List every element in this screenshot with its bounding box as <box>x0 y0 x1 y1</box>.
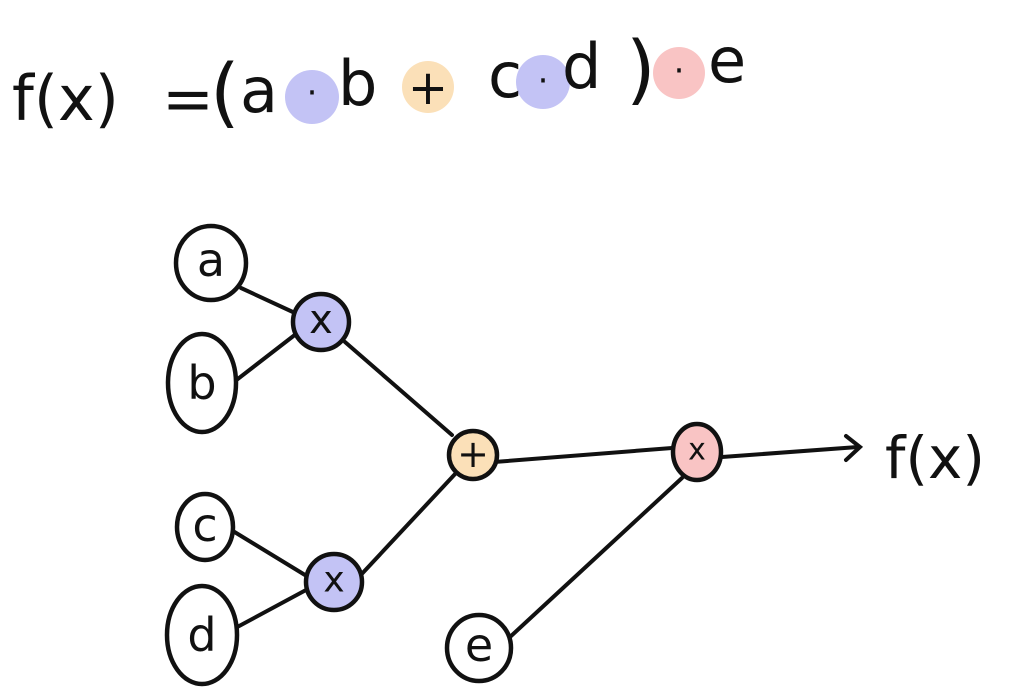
node-c-label: c <box>192 498 217 552</box>
formula-dot3: · <box>674 51 685 91</box>
edge-d-mul <box>226 588 308 634</box>
node-b: b <box>165 331 239 435</box>
op-mul-cd-label: x <box>323 560 344 601</box>
node-a-label: a <box>197 233 225 287</box>
edge-a-mul <box>239 286 297 315</box>
formula-dot1: · <box>307 73 318 113</box>
node-b-label: b <box>187 356 216 410</box>
formula-b: b <box>338 47 377 120</box>
output-arrowhead <box>844 434 864 462</box>
formula-d: d <box>562 30 601 103</box>
node-d-label: d <box>187 608 216 662</box>
formula-close-paren: ) <box>626 24 656 113</box>
op-mul-ab: x <box>290 291 352 353</box>
node-e-label: e <box>465 618 493 672</box>
formula-highlight-dot3 <box>653 47 705 99</box>
op-add-label: + <box>457 432 489 476</box>
edge-output <box>720 445 860 459</box>
edge-mul-add <box>343 340 454 437</box>
formula-plus: + <box>408 60 448 116</box>
formula: f(x) = ( a · b + c · d ) · e <box>12 24 746 136</box>
formula-open-paren: ( <box>210 47 240 136</box>
formula-highlight-dot1 <box>285 70 339 124</box>
formula-c: c <box>488 39 522 112</box>
node-c: c <box>174 491 236 563</box>
output-label: f(x) <box>885 424 985 492</box>
op-mul-e: x <box>670 421 724 483</box>
node-a: a <box>173 223 249 303</box>
edge-c-mul <box>226 526 307 577</box>
edge-mul-add-2 <box>356 471 458 580</box>
node-d: d <box>164 583 240 687</box>
op-mul-ab-label: x <box>309 297 333 343</box>
formula-dot2: · <box>538 61 549 101</box>
formula-highlight-plus <box>402 61 454 113</box>
formula-equals: = <box>162 62 214 135</box>
formula-highlight-dot2 <box>516 55 570 109</box>
formula-lhs: f(x) <box>12 62 119 135</box>
op-mul-cd: x <box>303 551 365 613</box>
op-add: + <box>446 428 500 482</box>
formula-a: a <box>240 54 278 127</box>
node-e: e <box>444 612 514 684</box>
formula-e: e <box>708 24 746 97</box>
edge-b-mul <box>228 332 298 387</box>
op-mul-e-label: x <box>688 433 706 468</box>
edge-e-mul <box>508 476 684 639</box>
edge-add-mul-e <box>492 446 674 464</box>
